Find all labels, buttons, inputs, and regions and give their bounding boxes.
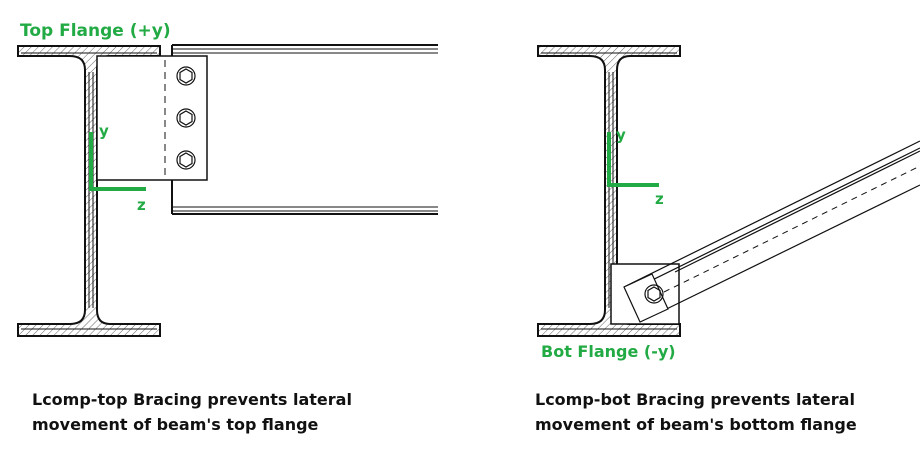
left-connection-plate — [96, 55, 208, 181]
left-bolts — [176, 66, 196, 170]
bolt-icon — [176, 108, 196, 128]
top-flange-label: Top Flange (+y) — [20, 21, 171, 41]
right-caption-line1: Lcomp-bot Bracing prevents lateral — [535, 390, 855, 409]
right-axis-z-label: z — [655, 190, 664, 208]
right-axis-y-label: y — [616, 126, 626, 144]
left-panel: Top Flange (+y) — [17, 21, 438, 337]
right-column-i-section — [537, 45, 681, 337]
left-axis-z-label: z — [137, 196, 146, 214]
left-axis-y-label: y — [99, 122, 109, 140]
right-local-axes: y z — [607, 126, 664, 208]
left-beam — [171, 44, 438, 215]
right-panel: y z Bot Flange (-y) — [537, 45, 920, 361]
left-local-axes: y z — [89, 122, 146, 214]
bot-flange-label: Bot Flange (-y) — [541, 342, 676, 361]
left-caption: Lcomp-top Bracing prevents lateral movem… — [32, 387, 352, 437]
bolt-icon — [644, 284, 664, 304]
right-caption-line2: movement of beam's bottom flange — [535, 415, 857, 434]
bolt-icon — [176, 150, 196, 170]
left-caption-line2: movement of beam's top flange — [32, 415, 319, 434]
right-caption: Lcomp-bot Bracing prevents lateral movem… — [535, 387, 857, 437]
left-caption-line1: Lcomp-top Bracing prevents lateral — [32, 390, 352, 409]
bolt-icon — [176, 66, 196, 86]
